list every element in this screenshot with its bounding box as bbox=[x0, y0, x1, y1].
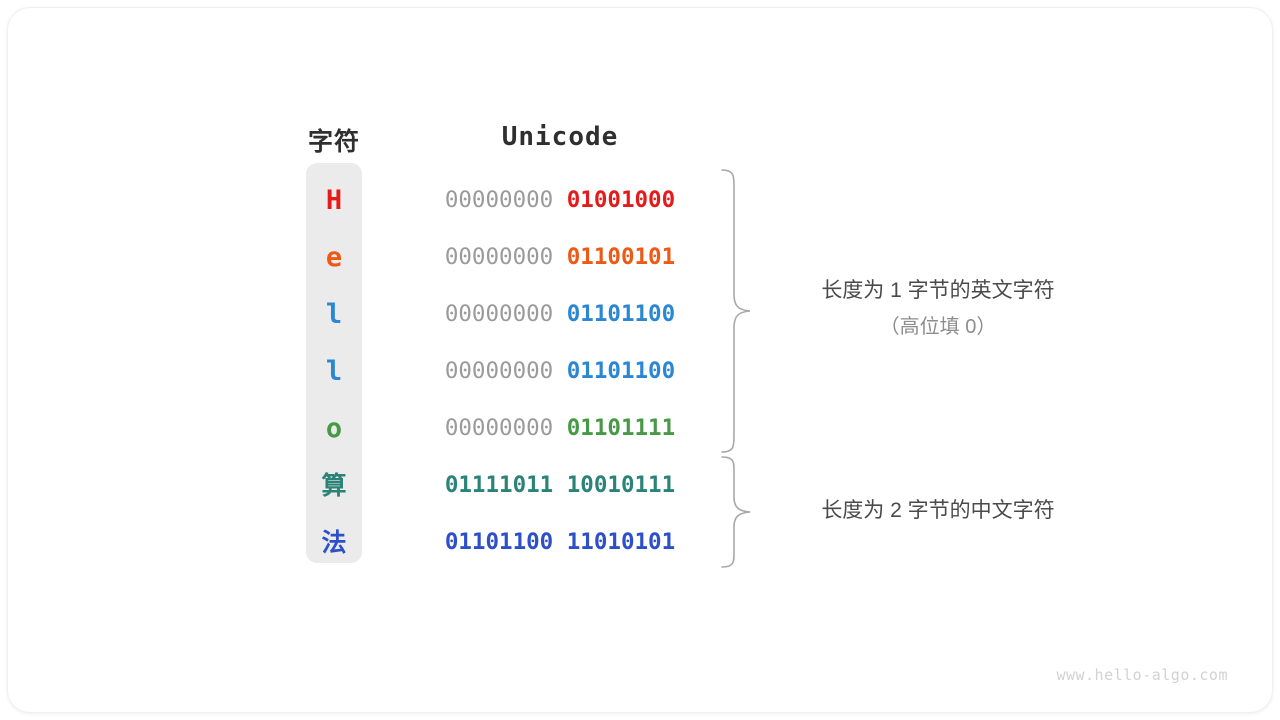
table-row: 算 01111011 10010111 bbox=[8, 457, 708, 514]
row-binary: 01101100 11010101 bbox=[426, 514, 694, 571]
column-header-unicode: Unicode bbox=[501, 122, 619, 152]
column-header-character: 字符 bbox=[307, 128, 360, 156]
row-character: l bbox=[325, 299, 343, 330]
row-character: H bbox=[325, 185, 343, 216]
row-binary: 00000000 01101100 bbox=[426, 343, 694, 400]
byte-low: 01101111 bbox=[566, 415, 676, 441]
row-character: e bbox=[325, 242, 343, 273]
annotation-english: 长度为 1 字节的英文字符 （高位填 0） bbox=[768, 273, 1108, 345]
table-row: o 00000000 01101111 bbox=[8, 400, 708, 457]
row-character: 算 bbox=[321, 471, 347, 500]
unicode-encoding-figure: 字符 Unicode H 00000000 01001000 e 00000000 0… bbox=[8, 8, 1272, 712]
table-row: 法 01101100 11010101 bbox=[8, 514, 708, 571]
row-binary: 00000000 01100101 bbox=[426, 229, 694, 286]
byte-low: 11010101 bbox=[566, 529, 676, 555]
row-character: o bbox=[325, 413, 343, 444]
row-binary: 00000000 01101100 bbox=[426, 286, 694, 343]
table-row: H 00000000 01001000 bbox=[8, 172, 708, 229]
byte-high: 00000000 bbox=[444, 301, 554, 327]
row-binary: 01111011 10010111 bbox=[426, 457, 694, 514]
table-row: e 00000000 01100101 bbox=[8, 229, 708, 286]
brace-english-rows bbox=[721, 169, 751, 453]
annotation-english-line1: 长度为 1 字节的英文字符 bbox=[821, 279, 1055, 302]
character-column-panel bbox=[306, 163, 362, 563]
row-character: l bbox=[325, 356, 343, 387]
watermark-url: www.hello-algo.com bbox=[1056, 666, 1228, 684]
byte-high: 01111011 bbox=[444, 472, 554, 498]
byte-high: 00000000 bbox=[444, 415, 554, 441]
annotation-chinese: 长度为 2 字节的中文字符 bbox=[768, 495, 1108, 527]
byte-high: 01101100 bbox=[444, 529, 554, 555]
figure-card: 字符 Unicode H 00000000 01001000 e 00000000 0… bbox=[8, 8, 1272, 712]
annotation-english-line2: （高位填 0） bbox=[879, 316, 997, 338]
row-binary: 00000000 01101111 bbox=[426, 400, 694, 457]
brace-chinese-rows bbox=[721, 456, 751, 568]
row-character: 法 bbox=[321, 528, 347, 557]
byte-high: 00000000 bbox=[444, 187, 554, 213]
annotation-chinese-line1: 长度为 2 字节的中文字符 bbox=[821, 499, 1055, 522]
byte-low: 10010111 bbox=[566, 472, 676, 498]
byte-low: 01100101 bbox=[566, 244, 676, 270]
byte-high: 00000000 bbox=[444, 244, 554, 270]
table-row: l 00000000 01101100 bbox=[8, 286, 708, 343]
byte-low: 01001000 bbox=[566, 187, 676, 213]
table-row: l 00000000 01101100 bbox=[8, 343, 708, 400]
byte-low: 01101100 bbox=[566, 301, 676, 327]
byte-high: 00000000 bbox=[444, 358, 554, 384]
row-binary: 00000000 01001000 bbox=[426, 172, 694, 229]
byte-low: 01101100 bbox=[566, 358, 676, 384]
